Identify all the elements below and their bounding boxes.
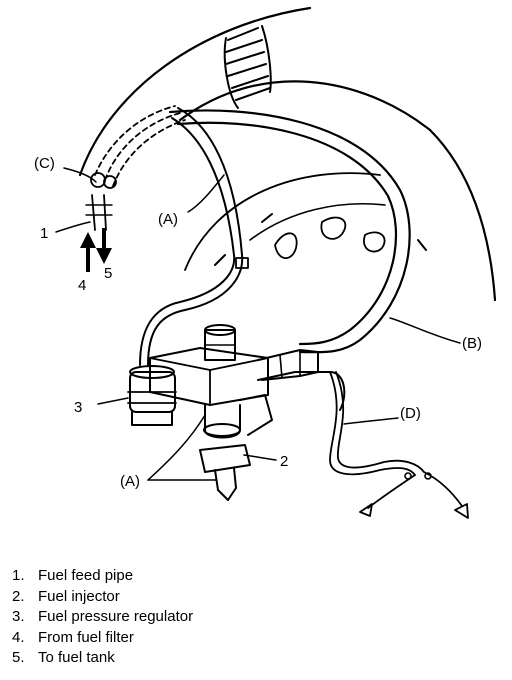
legend-item: 3.Fuel pressure regulator <box>12 608 194 625</box>
parts-legend: 1.Fuel feed pipe 2.Fuel injector 3.Fuel … <box>12 566 193 669</box>
callout-3: 3 <box>74 399 82 416</box>
wiring-harness <box>329 371 469 519</box>
hose-a-upper <box>147 107 244 366</box>
flow-arrow-out <box>96 228 112 264</box>
leader-1 <box>55 221 91 233</box>
delivery-pipe-block <box>149 324 269 406</box>
corrugated-hose <box>223 25 272 109</box>
callout-5: 5 <box>104 265 112 282</box>
legend-item: 2.Fuel injector <box>12 587 120 605</box>
legend-item: 4.From fuel filter <box>12 628 134 646</box>
wheel-arc-inner <box>249 202 386 241</box>
wheel-cutout-2 <box>320 216 347 240</box>
wheel-tick <box>214 213 427 266</box>
hose-b <box>168 109 411 354</box>
fuel-system-diagram: (C) (A) (B) (D) 1 2 3 4 5 (A) <box>34 6 497 519</box>
dashed-pipe-2 <box>104 112 181 181</box>
pressure-regulator-drawing <box>127 365 177 426</box>
dashed-pipe-1 <box>94 105 176 176</box>
housing-arc-2 <box>178 80 497 302</box>
callout-a-lower: (A) <box>120 473 140 490</box>
dashed-pipe-3 <box>112 119 186 187</box>
callout-c: (C) <box>34 155 55 172</box>
leader-d <box>343 417 399 425</box>
outer-housing-arc <box>78 6 312 177</box>
leader-c <box>63 167 97 183</box>
leader-2 <box>243 454 277 461</box>
wheel-cutout-3 <box>363 231 386 253</box>
callout-2: 2 <box>280 453 288 470</box>
callout-a-upper: (A) <box>158 211 178 228</box>
wheel-arc <box>184 172 381 271</box>
fuel-feed-pipe-drawing <box>85 172 117 231</box>
legend-item: 5.To fuel tank <box>12 649 115 666</box>
leader-b <box>389 317 461 344</box>
leader-3 <box>97 397 129 405</box>
leader-a-lower-1 <box>147 414 206 481</box>
flow-arrow-in <box>80 232 96 272</box>
wheel-cutout-1 <box>274 232 298 260</box>
callout-4: 4 <box>78 277 86 294</box>
callout-b: (B) <box>462 335 482 352</box>
legend-item: 1.Fuel feed pipe <box>12 567 134 584</box>
fuel-injector-drawing <box>199 394 273 501</box>
leader-a-upper <box>187 174 225 213</box>
callout-1: 1 <box>40 225 48 242</box>
right-connector <box>257 349 346 411</box>
callout-d: (D) <box>400 405 421 422</box>
